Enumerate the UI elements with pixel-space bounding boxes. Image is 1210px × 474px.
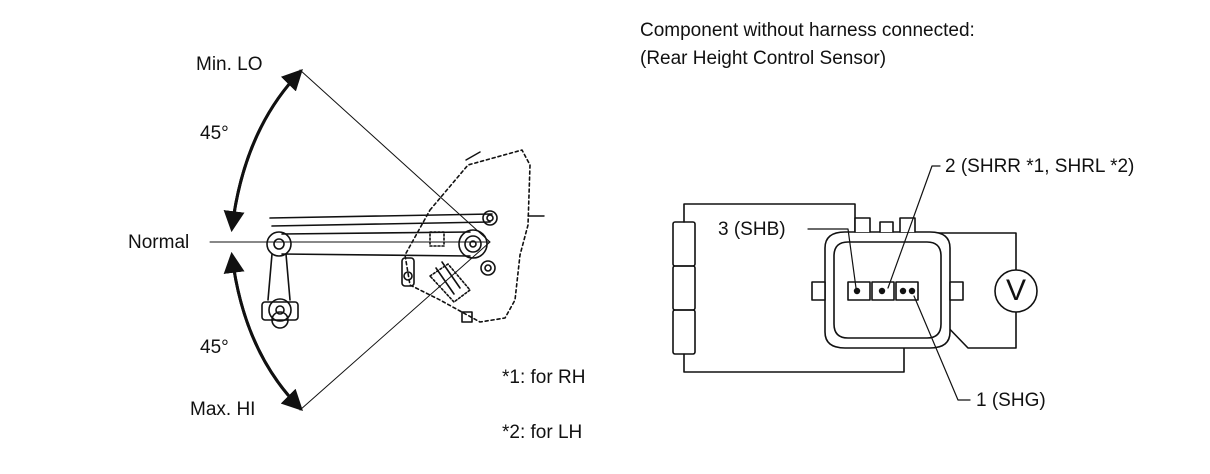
label-angle-upper: 45° bbox=[200, 123, 229, 144]
label-angle-lower: 45° bbox=[200, 337, 229, 358]
voltmeter-icon bbox=[994, 269, 1038, 313]
title-line1: Component without harness connected: bbox=[640, 20, 975, 41]
label-min-lo: Min. LO bbox=[196, 54, 263, 75]
note-rh: *1: for RH bbox=[502, 367, 586, 388]
pin-leader-lines bbox=[807, 165, 971, 401]
label-pin2: 2 (SHRR *1, SHRL *2) bbox=[945, 156, 1135, 177]
title-line2: (Rear Height Control Sensor) bbox=[640, 48, 887, 69]
note-lh: *2: for LH bbox=[502, 422, 583, 443]
connector-pins bbox=[853, 287, 916, 295]
label-normal: Normal bbox=[128, 232, 190, 253]
resistor-chain bbox=[672, 221, 696, 355]
height-sensor-mechanism bbox=[261, 149, 545, 329]
connector-body bbox=[811, 217, 964, 349]
voltmeter-label: V bbox=[1005, 274, 1026, 307]
label-max-hi: Max. HI bbox=[190, 399, 256, 420]
label-pin3: 3 (SHB) bbox=[718, 219, 786, 240]
label-pin1: 1 (SHG) bbox=[976, 390, 1046, 411]
sensor-housing-outline bbox=[404, 149, 531, 323]
angle-guide-lines bbox=[209, 69, 491, 411]
angle-arc-lower bbox=[223, 251, 303, 411]
angle-arc-upper bbox=[223, 68, 303, 233]
